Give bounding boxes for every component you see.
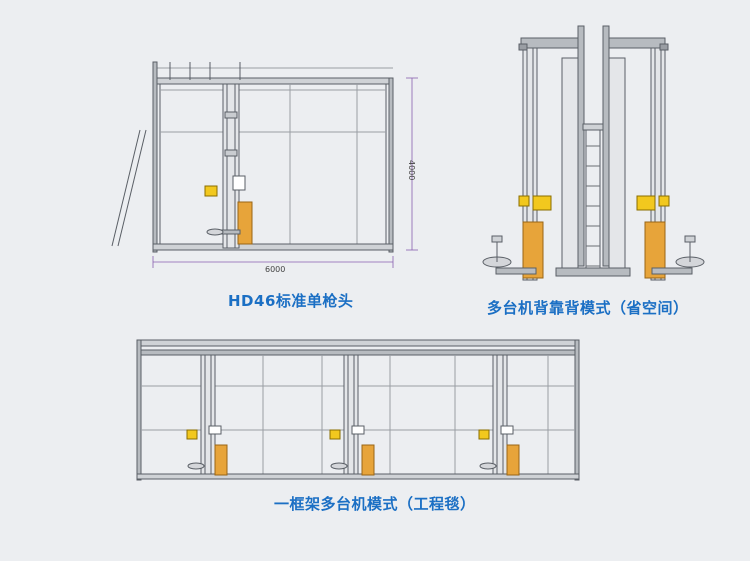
- single-head-frame-diagram: [111, 61, 394, 253]
- single-head-dimensions: 6000 4000: [152, 77, 418, 274]
- back-to-back-diagram: [482, 25, 705, 281]
- multi-frame-diagram: [136, 339, 580, 481]
- height-dimension-label: 4000: [407, 160, 416, 180]
- single-head-caption: HD46标准单枪头: [228, 292, 354, 310]
- width-dimension-label: 6000: [265, 265, 285, 274]
- multi-frame-caption: 一框架多台机模式（工程毯）: [274, 495, 476, 513]
- back-to-back-caption: 多台机背靠背模式（省空间）: [487, 299, 689, 317]
